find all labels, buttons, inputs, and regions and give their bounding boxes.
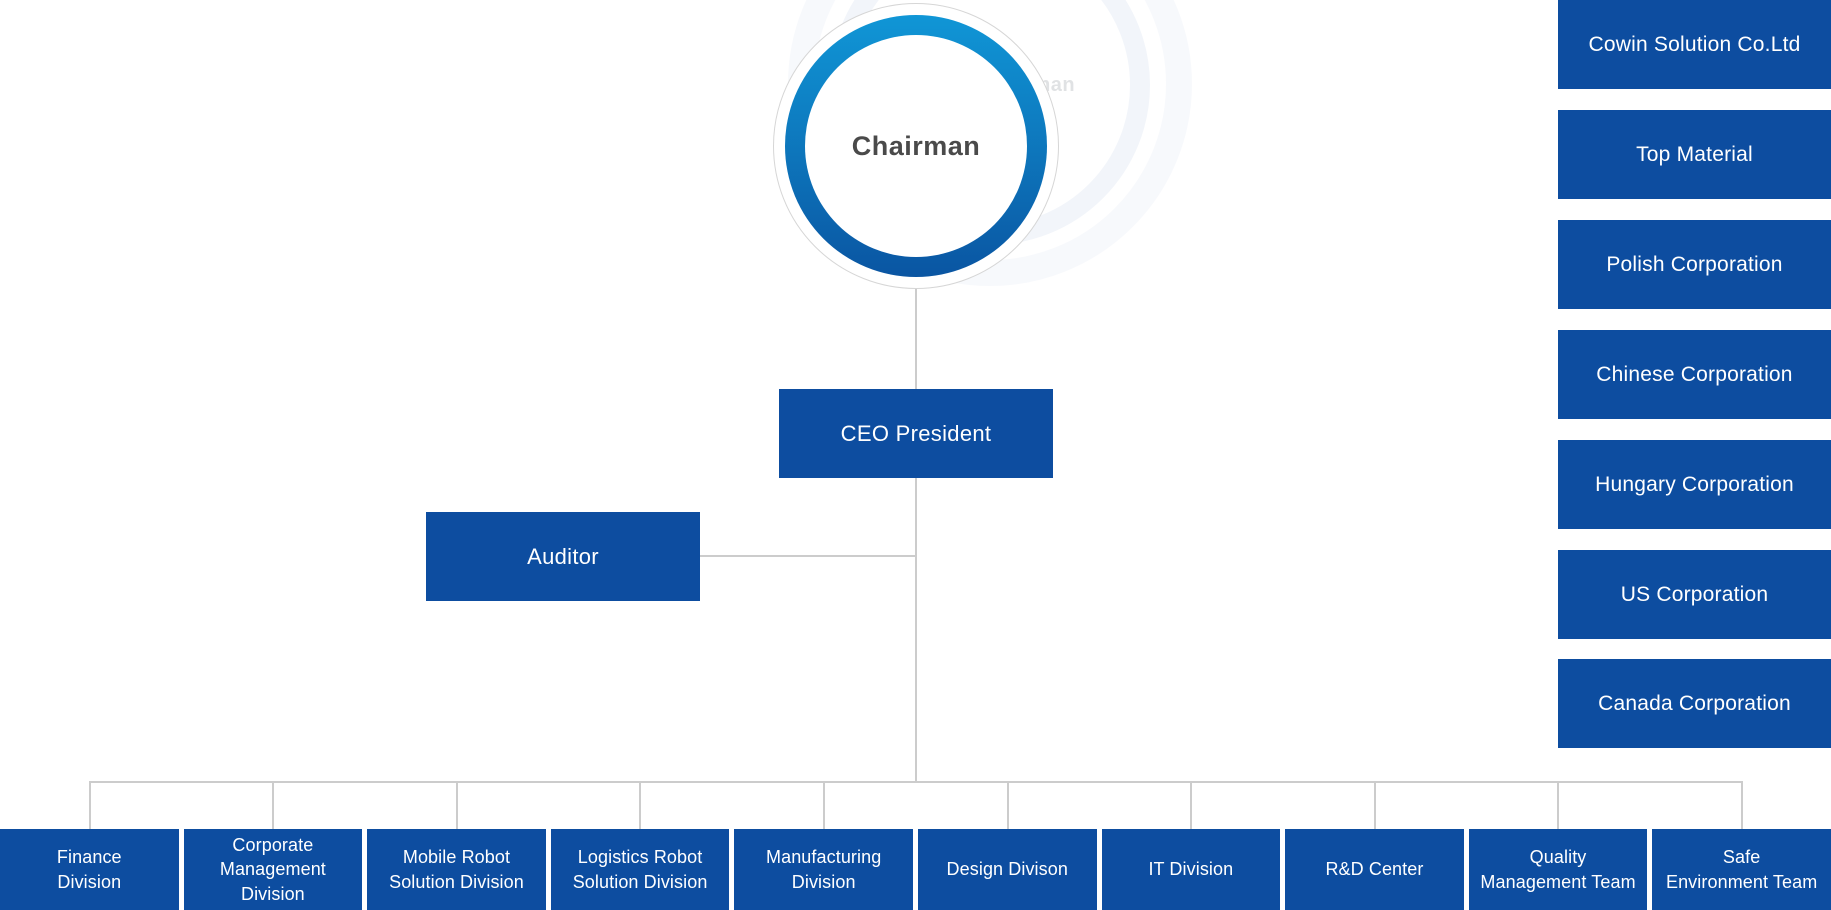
division-label: R&D Center bbox=[1325, 859, 1424, 880]
node-division-it: IT Division bbox=[1101, 829, 1281, 910]
subsidiary-label: Hungary Corporation bbox=[1595, 472, 1794, 496]
subsidiary-label: US Corporation bbox=[1620, 582, 1769, 606]
division-label: IT Division bbox=[1148, 859, 1234, 880]
node-safe-environment-team: Safe Environment Team bbox=[1652, 829, 1831, 910]
division-label: Manufacturing Division bbox=[765, 847, 882, 892]
subsidiary-label: Chinese Corporation bbox=[1596, 362, 1793, 386]
subsidiary-label: Canada Corporation bbox=[1598, 691, 1791, 715]
division-label: Mobile Robot Solution Division bbox=[389, 847, 524, 892]
division-label: Corporate Management Division bbox=[219, 835, 326, 904]
node-division-logistics-robot-solution: Logistics Robot Solution Division bbox=[550, 829, 730, 910]
division-label: Logistics Robot Solution Division bbox=[572, 847, 708, 892]
node-subsidiary-canada-corporation: Canada Corporation bbox=[1558, 659, 1831, 748]
connector-stub-8 bbox=[1374, 781, 1376, 829]
connector-stub-7 bbox=[1190, 781, 1192, 829]
ceo-president-label: CEO President bbox=[840, 420, 992, 446]
subsidiary-label: Cowin Solution Co.Ltd bbox=[1588, 32, 1801, 56]
connector-auditor-branch bbox=[700, 555, 916, 557]
connector-chairman-to-ceo bbox=[915, 289, 917, 389]
node-ceo-president: CEO President bbox=[779, 389, 1053, 478]
node-quality-management-team: Quality Management Team bbox=[1468, 829, 1648, 910]
chairman-badge: Chairman bbox=[785, 15, 1047, 277]
node-division-manufacturing: Manufacturing Division bbox=[734, 829, 913, 910]
node-subsidiary-polish-corporation: Polish Corporation bbox=[1558, 220, 1831, 309]
division-label: Finance Division bbox=[56, 847, 122, 892]
division-label: Design Divison bbox=[946, 859, 1068, 880]
connector-stub-4 bbox=[639, 781, 641, 829]
node-division-corporate-management: Corporate Management Division bbox=[183, 829, 363, 910]
subsidiary-label: Polish Corporation bbox=[1606, 252, 1783, 276]
chairman-badge-inner: Chairman bbox=[805, 35, 1027, 257]
subsidiary-label: Top Material bbox=[1636, 142, 1753, 166]
connector-stub-5 bbox=[823, 781, 825, 829]
node-division-finance: Finance Division bbox=[0, 829, 179, 910]
connector-stub-3 bbox=[456, 781, 458, 829]
node-division-design: Design Divison bbox=[917, 829, 1097, 910]
node-rnd-center: R&D Center bbox=[1285, 829, 1464, 910]
node-division-mobile-robot-solution: Mobile Robot Solution Division bbox=[367, 829, 546, 910]
division-label: Quality Management Team bbox=[1480, 847, 1636, 892]
connector-stub-6 bbox=[1007, 781, 1009, 829]
division-label: Safe Environment Team bbox=[1665, 847, 1818, 892]
connector-stub-10 bbox=[1741, 781, 1743, 829]
node-subsidiary-us-corporation: US Corporation bbox=[1558, 550, 1831, 639]
connector-stub-9 bbox=[1557, 781, 1559, 829]
connector-stub-2 bbox=[272, 781, 274, 829]
connector-stub-1 bbox=[89, 781, 91, 829]
node-subsidiary-cowin-solution: Cowin Solution Co.Ltd bbox=[1558, 0, 1831, 89]
node-subsidiary-hungary-corporation: Hungary Corporation bbox=[1558, 440, 1831, 529]
node-subsidiary-top-material: Top Material bbox=[1558, 110, 1831, 199]
connector-ceo-to-divisions bbox=[915, 478, 917, 782]
node-auditor: Auditor bbox=[426, 512, 700, 601]
connector-divisions-rail bbox=[89, 781, 1742, 783]
node-subsidiary-chinese-corporation: Chinese Corporation bbox=[1558, 330, 1831, 419]
auditor-label: Auditor bbox=[527, 543, 599, 569]
divisions-row: Finance Division Corporate Management Di… bbox=[0, 829, 1831, 910]
chairman-label: Chairman bbox=[851, 130, 981, 161]
